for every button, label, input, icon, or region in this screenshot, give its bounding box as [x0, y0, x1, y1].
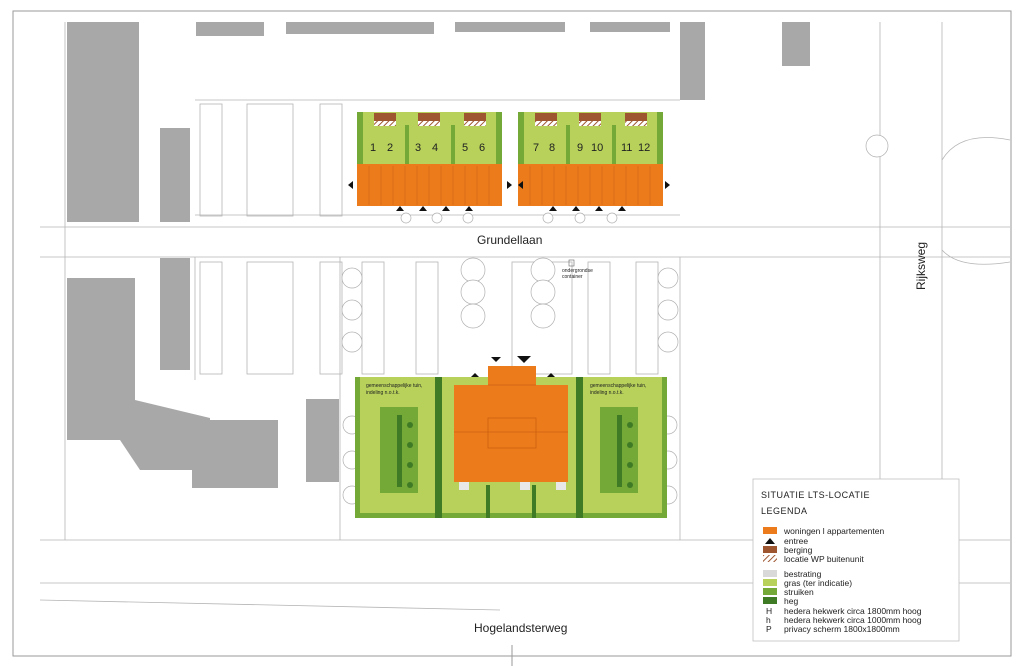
legend-item-label: struiken — [784, 587, 814, 597]
legend-item-label: hedera hekwerk circa 1000mm hoog — [784, 615, 922, 625]
garden-label-left: gemeenschappelijke tuin, — [366, 383, 422, 389]
house-number: 1 — [370, 142, 376, 154]
legend-title: SITUATIE LTS-LOCATIE — [761, 490, 870, 500]
container-label-sub: container — [562, 274, 583, 280]
house-number: 10 — [591, 142, 603, 154]
legend-symbol-H: H — [766, 606, 772, 616]
garden-label-right-sub: indeling n.o.t.k. — [590, 390, 624, 396]
house-number: 8 — [549, 142, 555, 154]
legend-item-label: heg — [784, 596, 798, 606]
street-grundellaan: Grundellaan — [477, 233, 542, 247]
north-housing-block — [357, 112, 663, 206]
legend-item-label: woningen l appartementen — [783, 526, 884, 536]
legend-swatch-shrubs — [763, 588, 777, 595]
house-numbers: 1 2 3 4 5 6 7 8 9 10 11 12 — [370, 142, 650, 154]
existing-buildings — [67, 22, 810, 488]
legend-swatch-paving — [763, 570, 777, 577]
south-block — [355, 366, 667, 518]
legend-box — [752, 478, 960, 642]
house-number: 2 — [387, 142, 393, 154]
legend-swatch-housing — [763, 527, 777, 534]
street-rijksweg: Rijksweg — [914, 242, 928, 290]
legend-swatch-hedge — [763, 597, 777, 604]
legend-subtitle: LEGENDA — [761, 506, 808, 516]
parking-areas — [199, 103, 659, 375]
legend-item-label: berging — [784, 545, 813, 555]
legend-item-label: locatie WP buitenunit — [784, 554, 864, 564]
house-number: 5 — [462, 142, 468, 154]
legend-swatch-heatpump — [763, 555, 777, 562]
legend-item-label: entree — [784, 536, 808, 546]
garden-label-right: gemeenschappelijke tuin, — [590, 383, 646, 389]
house-number: 3 — [415, 142, 421, 154]
legend-item-label: privacy scherm 1800x1800mm — [784, 624, 900, 634]
house-number: 4 — [432, 142, 438, 154]
legend-symbol-h: h — [766, 615, 771, 625]
house-number: 12 — [638, 142, 650, 154]
garden-label-left-sub: indeling n.o.t.k. — [366, 390, 400, 396]
container-label: ondergrondse — [562, 268, 593, 274]
street-hogelandsterweg: Hogelandsterweg — [474, 621, 567, 635]
container-icon — [568, 259, 575, 267]
legend-swatch-grass — [763, 579, 777, 586]
legend-item-label: hedera hekwerk circa 1800mm hoog — [784, 606, 922, 616]
house-number: 7 — [533, 142, 539, 154]
legend-swatch-storage — [763, 546, 777, 553]
legend-item-label: gras (ter indicatie) — [784, 578, 852, 588]
legend-entrance-icon — [765, 538, 775, 544]
legend-symbol-P: P — [766, 624, 772, 634]
house-number: 9 — [577, 142, 583, 154]
legend: SITUATIE LTS-LOCATIE LEGENDA woningen l … — [752, 478, 960, 642]
house-number: 6 — [479, 142, 485, 154]
house-number: 11 — [621, 142, 632, 154]
legend-item-label: bestrating — [784, 569, 822, 579]
entrance-markers — [348, 181, 670, 378]
